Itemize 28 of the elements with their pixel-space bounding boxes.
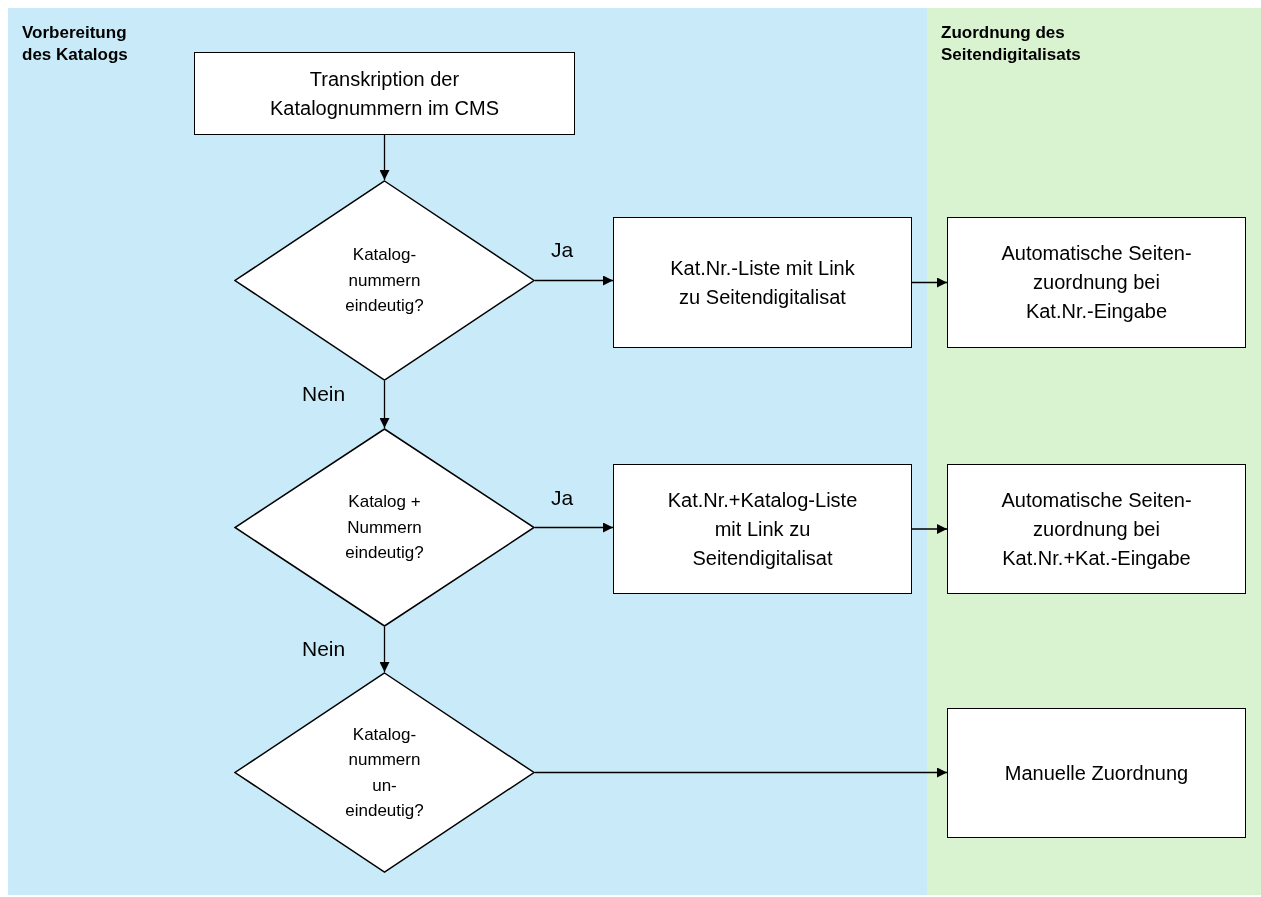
decision-text: Katalog- nummern eindeutig? bbox=[344, 244, 425, 318]
swimlane-band bbox=[927, 8, 1261, 895]
edge-label: Ja bbox=[551, 486, 574, 510]
process-box: Kat.Nr.-Liste mit Link zu Seitendigitalisat bbox=[613, 217, 912, 348]
edge-label: Nein bbox=[302, 382, 346, 406]
lane-title: Zuordnung des Seitendigitalisats bbox=[941, 22, 1082, 67]
arrow bbox=[379, 380, 390, 429]
arrow bbox=[911, 524, 948, 534]
arrow bbox=[534, 767, 948, 778]
swimlane-band bbox=[8, 8, 927, 895]
process-box: Automatische Seiten- zuordnung bei Kat.Nr.-Eingabe bbox=[947, 217, 1246, 348]
process-box: Transkription der Katalognummern im CMS bbox=[194, 52, 575, 135]
arrow bbox=[379, 134, 390, 181]
decision-text: Katalog + Nummern eindeutig? bbox=[344, 491, 425, 565]
decision-diamond bbox=[234, 180, 535, 381]
lane-title: Vorbereitung des Katalogs bbox=[22, 22, 129, 67]
decision-diamond bbox=[234, 672, 535, 873]
process-box: Automatische Seiten- zuordnung bei Kat.Nr.+Kat.-Eingabe bbox=[947, 464, 1246, 594]
arrow bbox=[379, 626, 390, 673]
process-box: Manuelle Zuordnung bbox=[947, 708, 1246, 838]
arrow bbox=[534, 275, 614, 286]
arrow bbox=[911, 277, 948, 288]
arrow bbox=[534, 522, 614, 533]
decision-text: Katalog- nummern un- eindeutig? bbox=[344, 723, 425, 822]
process-box: Kat.Nr.+Katalog-Liste mit Link zu Seitendigitalisat bbox=[613, 464, 912, 594]
edge-label: Ja bbox=[551, 238, 574, 262]
decision-diamond bbox=[234, 428, 535, 627]
edge-label: Nein bbox=[302, 637, 346, 661]
